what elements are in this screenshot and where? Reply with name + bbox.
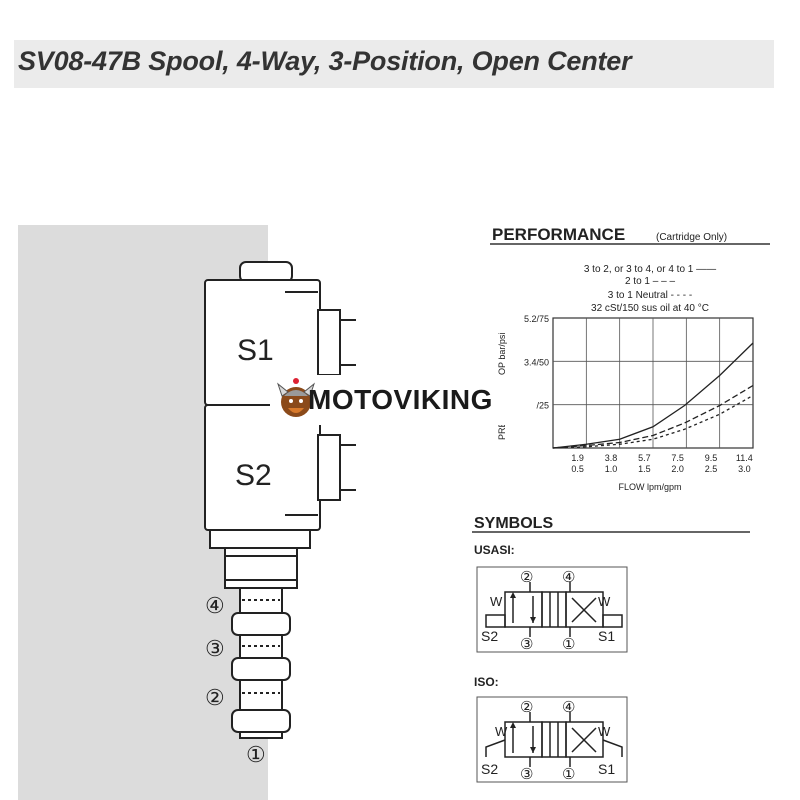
chart-xtick-lpm: 7.5 [671, 453, 684, 463]
page-title: SV08-47B Spool, 4-Way, 3-Position, Open … [18, 46, 632, 76]
usasi-symbol [476, 566, 628, 653]
chart-xtick-lpm: 9.5 [705, 453, 718, 463]
chart-series-line [552, 342, 754, 449]
chart-xtick-gpm: 2.5 [705, 464, 718, 474]
chart-xtick-gpm: 1.5 [638, 464, 651, 474]
usasi-s1-label: S1 [598, 628, 615, 644]
chart-xlabel: FLOW lpm/gpm [618, 482, 681, 492]
symbols-heading: SYMBOLS [474, 515, 553, 532]
usasi-port-3: ③ [520, 636, 533, 653]
chart-ytick: /25 [536, 401, 549, 411]
performance-note: (Cartridge Only) [656, 232, 727, 243]
port-label-3: ③ [205, 636, 225, 661]
coil-s1-label: S1 [237, 334, 274, 367]
chart-ytick: 5.2/75 [524, 314, 549, 324]
seal-ring [231, 657, 291, 681]
chart-ytick: 3.4/50 [524, 357, 549, 367]
chart-xtick-gpm: 1.0 [605, 464, 618, 474]
usasi-port-1: ① [562, 636, 575, 653]
chart-xtick-lpm: 1.9 [571, 453, 584, 463]
performance-heading: PERFORMANCE [492, 225, 625, 244]
iso-symbol [476, 696, 628, 783]
iso-s1-label: S1 [598, 761, 615, 777]
usasi-s2-label: S2 [481, 628, 498, 644]
usasi-spring-right: W [598, 594, 611, 609]
chart-xtick-lpm: 11.4 [736, 453, 753, 463]
iso-spring-right: W [598, 724, 611, 739]
iso-port-1: ① [562, 766, 575, 783]
legend-line: 2 to 1 – – – [625, 276, 675, 287]
title-bar [14, 40, 774, 88]
chart-xtick-lpm: 3.8 [605, 453, 618, 463]
port-label-4: ④ [205, 593, 225, 618]
chart-xtick-gpm: 3.0 [738, 464, 751, 474]
chart-xtick-lpm: 5.7 [638, 453, 651, 463]
port-label-1: ① [246, 742, 266, 767]
watermark-text: MOTOVIKING [308, 384, 493, 415]
legend-line: 3 to 2, or 3 to 4, or 4 to 1 —— [584, 264, 716, 275]
performance-legend: 3 to 2, or 3 to 4, or 4 to 1 —— 2 to 1 –… [584, 264, 716, 314]
iso-port-3: ③ [520, 766, 533, 783]
usasi-port-2: ② [520, 569, 533, 586]
cartridge-hex [224, 547, 298, 589]
iso-port-4: ④ [562, 699, 575, 716]
chart-xtick-gpm: 0.5 [571, 464, 584, 474]
iso-port-2: ② [520, 699, 533, 716]
iso-s2-label: S2 [481, 761, 498, 777]
watermark-box [270, 375, 535, 425]
performance-chart: 1.90.5 3.81.0 5.71.5 7.52.0 9.52.5 11.43.0 5.2… [524, 314, 754, 474]
usasi-port-4: ④ [562, 569, 575, 586]
legend-line: 32 cSt/150 sus oil at 40 °C [591, 303, 709, 314]
cartridge-drawing [204, 261, 356, 739]
seal-ring [231, 709, 291, 733]
viking-logo-icon [276, 378, 316, 417]
usasi-label: USASI: [474, 543, 515, 557]
legend-line: 3 to 1 Neutral - - - - [608, 290, 692, 301]
iso-label: ISO: [474, 675, 499, 689]
port-label-2: ② [205, 685, 225, 710]
usasi-spring-left: W [490, 594, 503, 609]
cartridge-nut [209, 529, 311, 549]
coil-s1-connector [317, 309, 341, 376]
seal-ring [231, 612, 291, 636]
chart-series-line [552, 384, 754, 449]
coil-s2-label: S2 [235, 459, 272, 492]
chart-xtick-gpm: 2.0 [671, 464, 684, 474]
coil-s2-connector [317, 434, 341, 501]
iso-spring-left: W [495, 724, 508, 739]
